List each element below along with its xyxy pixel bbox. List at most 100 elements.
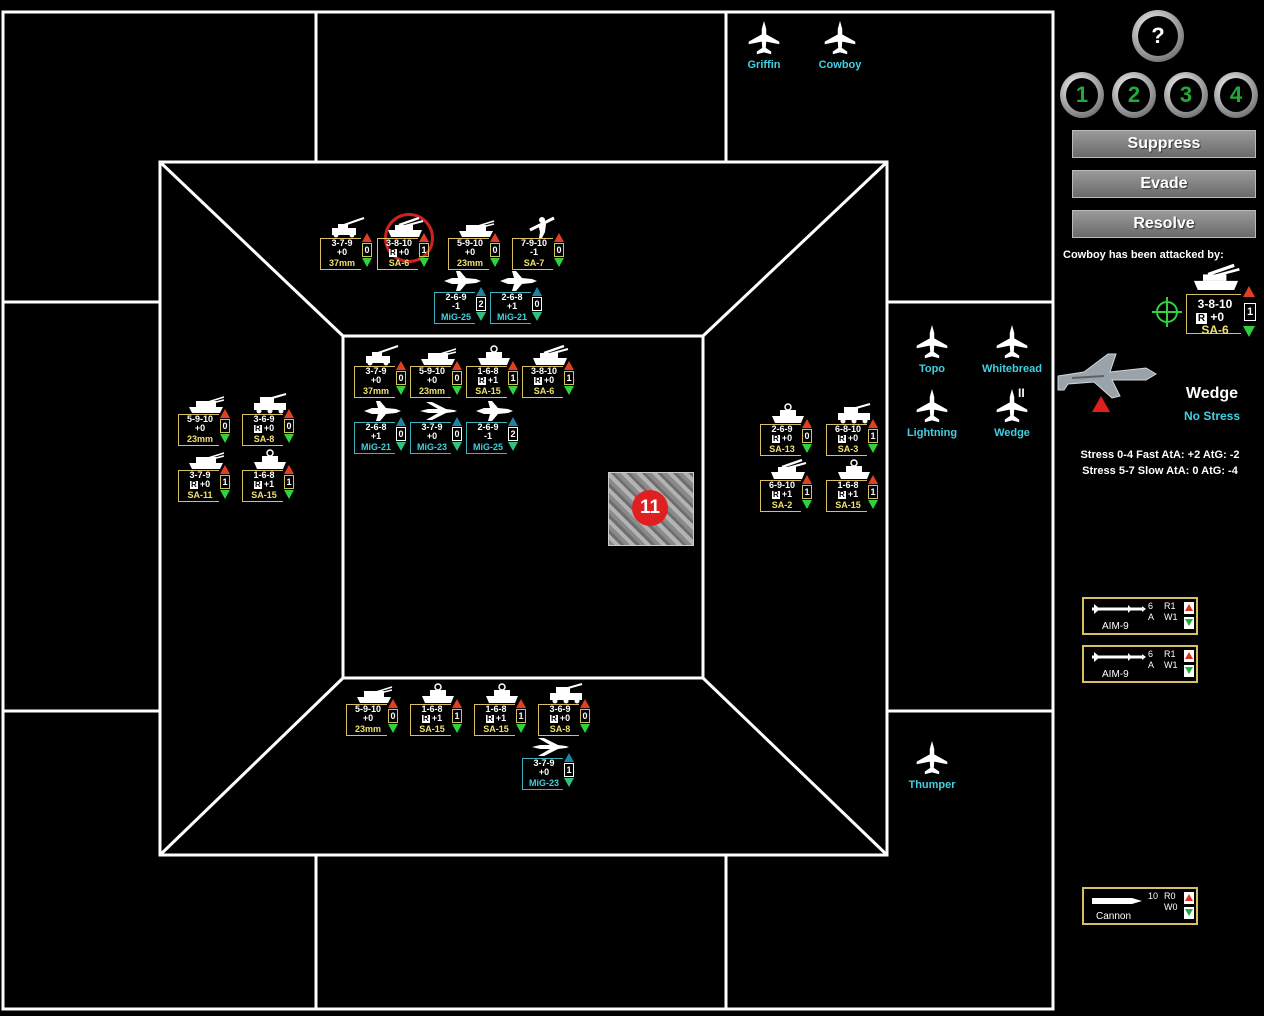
counter-frame [410, 422, 451, 454]
unit-mod-row: +0 [410, 432, 454, 441]
flight-name: Topo [918, 363, 946, 375]
unit-stats: 1-6-8 [477, 366, 499, 376]
down-arrow-icon [802, 500, 812, 509]
unit-stats: 6-8-10 [834, 424, 861, 434]
evade-button[interactable]: Evade [1072, 170, 1256, 198]
unit-stats: 3-8-10 [530, 366, 557, 376]
target-tile[interactable]: 11 [608, 472, 694, 546]
turn-button-4[interactable]: 4 [1214, 72, 1258, 118]
weapon-card[interactable]: Cannon 10 R0 W0 [1082, 887, 1198, 925]
unit-mod-row: R+0 [522, 376, 566, 385]
unit-mod-row: +0 [346, 714, 390, 723]
increase-button[interactable] [1184, 650, 1194, 662]
counter-frame [448, 238, 489, 270]
unit-stats: 2-6-9 [445, 292, 467, 302]
resolve-button[interactable]: Resolve [1072, 210, 1256, 238]
unit-mod: +1 [487, 375, 499, 385]
down-arrow-icon [868, 444, 878, 453]
unit-stats: 2-6-9 [477, 422, 499, 432]
up-arrow-icon [396, 417, 406, 426]
unit-mod: +1 [847, 489, 859, 499]
flight-topo[interactable]: Topo [892, 322, 972, 375]
flight-griffin[interactable]: Griffin [724, 18, 804, 71]
counter-frame [178, 470, 219, 502]
unit-count: 0 [220, 419, 230, 433]
decrease-button[interactable] [1184, 665, 1194, 677]
unit-name: SA-15 [251, 490, 277, 500]
weapon-qty: 6 [1148, 601, 1154, 611]
turn-button-2[interactable]: 2 [1112, 72, 1156, 118]
help-button[interactable]: ? [1132, 10, 1184, 62]
flight-whitebread[interactable]: Whitebread [972, 322, 1052, 375]
unit-name: SA-6 [388, 258, 410, 268]
flight-cowboy[interactable]: Cowboy [800, 18, 880, 71]
up-arrow-icon [508, 361, 518, 370]
unit-name: SA-2 [771, 500, 793, 510]
down-arrow-icon [580, 724, 590, 733]
unit-name: 37mm [328, 258, 355, 268]
weapon-card[interactable]: AIM-9 6 A R1 W1 [1082, 645, 1198, 683]
flight-wedge[interactable]: Wedge II [972, 386, 1052, 439]
attacker-card[interactable]: 3-8-10 R +0 SA-6 1 [1186, 262, 1260, 338]
turn-button-1[interactable]: 1 [1060, 72, 1104, 118]
radar-badge: R [533, 376, 542, 385]
unit-mod: +0 [543, 375, 555, 385]
unit-mod: +0 [781, 433, 793, 443]
missile-icon [1092, 604, 1146, 614]
counter-frame [826, 424, 867, 456]
flight-thumper[interactable]: Thumper [892, 738, 972, 791]
down-arrow-icon [508, 442, 518, 451]
unit-mod-row: -1 [434, 302, 478, 311]
down-arrow-icon [1243, 326, 1255, 337]
flight-lightning[interactable]: Lightning [892, 386, 972, 439]
unit-count: 0 [490, 243, 500, 257]
unit-count: 0 [396, 427, 406, 441]
unit-mod-row: +1 [490, 302, 534, 311]
up-arrow-icon [1243, 286, 1255, 297]
turn-button-3[interactable]: 3 [1164, 72, 1208, 118]
unit-stats: 5-9-10 [354, 704, 381, 714]
unit-count: 0 [388, 709, 398, 723]
increase-button[interactable] [1184, 892, 1194, 904]
suppress-button[interactable]: Suppress [1072, 130, 1256, 158]
unit-mod-row: +0 [320, 248, 364, 257]
flight-name: Thumper [908, 779, 956, 791]
weapon-range: R1 [1164, 649, 1176, 659]
decrease-button[interactable] [1184, 617, 1194, 629]
increase-button[interactable] [1184, 602, 1194, 614]
cannon-icon [1092, 898, 1142, 904]
unit-count: 0 [802, 429, 812, 443]
unit-stats: 3-7-9 [365, 366, 387, 376]
unit-name: 23mm [354, 724, 381, 734]
decrease-button[interactable] [1184, 907, 1194, 919]
missile-icon [1092, 652, 1146, 662]
counter-frame [320, 238, 361, 270]
weapon-card[interactable]: AIM-9 6 A R1 W1 [1082, 597, 1198, 635]
